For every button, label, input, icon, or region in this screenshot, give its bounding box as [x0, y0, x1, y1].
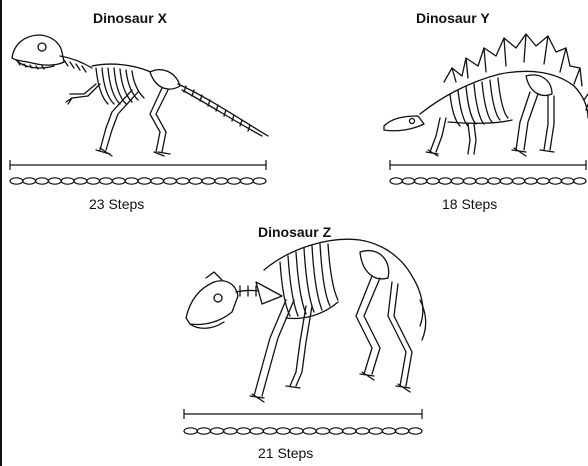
dinosaur-x-footprint	[164, 178, 177, 184]
dinosaur-y-footprint	[476, 178, 488, 184]
dinosaur-z-footprint	[303, 428, 316, 434]
dinosaur-x-footprint	[74, 178, 87, 184]
dinosaur-x-footprint	[202, 178, 215, 184]
dinosaur-z-footprint	[382, 428, 395, 434]
dinosaur-x-footprint	[10, 178, 23, 184]
dinosaur-y-footprint	[525, 178, 537, 184]
dinosaur-x-footprint	[36, 178, 49, 184]
dinosaur-y-footprint	[415, 178, 427, 184]
dinosaur-x-trackway	[0, 0, 290, 225]
dinosaur-y-steps: 18 Steps	[442, 196, 497, 212]
dinosaur-y-footprint	[427, 178, 439, 184]
dinosaur-x-footprint	[138, 178, 151, 184]
dinosaur-y-panel: Dinosaur Y 18 Steps	[380, 0, 588, 225]
dinosaur-z-footprint	[237, 428, 250, 434]
dinosaur-y-footprint	[500, 178, 512, 184]
dinosaur-x-steps: 23 Steps	[89, 196, 144, 212]
dinosaur-y-footprint	[464, 178, 476, 184]
dinosaur-y-footprint	[574, 178, 586, 184]
dinosaur-z-footprint	[409, 428, 422, 434]
dinosaur-x-footprint	[176, 178, 189, 184]
dinosaur-y-footprint	[537, 178, 549, 184]
dinosaur-y-footprint	[402, 178, 414, 184]
dinosaur-y-footprint	[390, 178, 402, 184]
dinosaur-x-panel: Dinosaur X 23 Steps	[0, 0, 290, 225]
dinosaur-z-footprint	[316, 428, 329, 434]
dinosaur-x-footprint	[61, 178, 74, 184]
dinosaur-z-footprint	[277, 428, 290, 434]
dinosaur-z-footprint	[197, 428, 210, 434]
dinosaur-z-footprint	[224, 428, 237, 434]
dinosaur-x-footprint	[189, 178, 202, 184]
dinosaur-y-footprint	[439, 178, 451, 184]
dinosaur-x-footprint	[112, 178, 125, 184]
dinosaur-x-footprint	[100, 178, 113, 184]
dinosaur-x-footprint	[240, 178, 253, 184]
dinosaur-y-footprint	[549, 178, 561, 184]
dinosaur-z-trackway	[180, 222, 440, 466]
dinosaur-z-footprint	[290, 428, 303, 434]
dinosaur-z-steps: 21 Steps	[258, 445, 313, 461]
dinosaur-x-footprint	[125, 178, 138, 184]
dinosaur-z-footprint	[210, 428, 223, 434]
dinosaur-y-footprint	[513, 178, 525, 184]
dinosaur-z-footprint	[184, 428, 197, 434]
dinosaur-z-footprint	[396, 428, 409, 434]
dinosaur-z-footprint	[263, 428, 276, 434]
dinosaur-z-footprint	[356, 428, 369, 434]
dinosaur-y-trackway	[380, 0, 588, 225]
dinosaur-z-panel: Dinosaur Z 21 Steps	[180, 222, 440, 466]
dinosaur-y-footprint	[562, 178, 574, 184]
dinosaur-x-footprint	[23, 178, 36, 184]
dinosaur-y-footprint	[451, 178, 463, 184]
dinosaur-z-footprint	[250, 428, 263, 434]
dinosaur-x-footprint	[48, 178, 61, 184]
dinosaur-z-footprint	[329, 428, 342, 434]
dinosaur-z-footprint	[369, 428, 382, 434]
dinosaur-y-footprint	[488, 178, 500, 184]
dinosaur-x-footprint	[228, 178, 241, 184]
dinosaur-z-footprint	[343, 428, 356, 434]
dinosaur-x-footprint	[215, 178, 228, 184]
dinosaur-x-footprint	[253, 178, 266, 184]
dinosaur-x-footprint	[87, 178, 100, 184]
dinosaur-x-footprint	[151, 178, 164, 184]
